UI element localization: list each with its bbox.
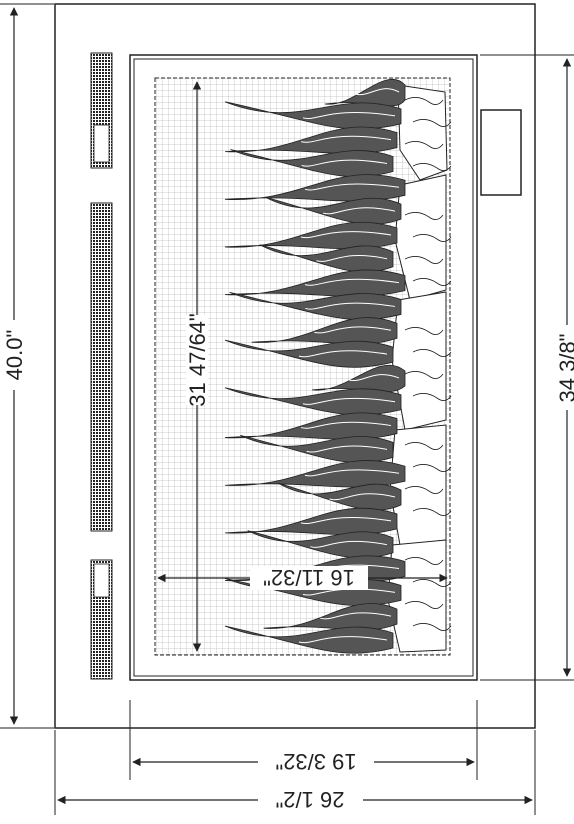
log-texture (412, 234, 452, 242)
viewing-width-label: 16 11/32" (263, 565, 355, 590)
outer-frame (54, 3, 536, 729)
vent-bottom-window (93, 563, 110, 598)
flame-highlight (302, 112, 396, 119)
flame-highlight (304, 278, 400, 286)
log-texture (412, 508, 452, 516)
flame-highlight (300, 421, 392, 429)
flame-highlight (348, 374, 400, 382)
vent-louvers (90, 52, 113, 680)
flame-highlight (302, 397, 396, 405)
flame-highlight (302, 588, 396, 596)
flame-highlight (301, 159, 388, 167)
flame-highlight (298, 350, 388, 358)
opening-height-label: 34 3/8" (555, 334, 574, 403)
flame-highlight (298, 636, 388, 644)
log-texture (412, 349, 452, 357)
log-texture (404, 141, 444, 149)
firebox-opening (129, 54, 478, 681)
flame-highlight (310, 540, 388, 548)
log-texture (412, 119, 452, 127)
flame-highlight (300, 135, 392, 143)
log-texture (404, 256, 444, 264)
flame-highlight (320, 612, 392, 620)
log-texture (404, 601, 444, 609)
flame-highlight (314, 326, 392, 334)
extension-lines (0, 3, 574, 815)
log-texture (404, 442, 444, 450)
flame-highlight (306, 445, 388, 453)
vent-middle (90, 202, 113, 532)
log-texture (412, 278, 452, 286)
flame-highlight (322, 207, 396, 215)
log-texture (412, 464, 452, 472)
flame-highlight (304, 469, 400, 477)
log-texture (404, 486, 444, 494)
log-texture (404, 97, 444, 105)
log-texture (404, 557, 444, 565)
flame (224, 625, 394, 654)
flame-highlight (300, 517, 392, 524)
log-texture (404, 327, 444, 335)
log-texture (412, 393, 452, 401)
viewing-height-label: 31 47/64" (185, 313, 210, 406)
flame-highlight (305, 302, 396, 310)
flame-highlight (300, 231, 392, 239)
log-1 (397, 84, 448, 181)
overall-height-label: 40.0" (2, 330, 27, 381)
flame-highlight (316, 255, 388, 262)
flame-highlight (354, 88, 400, 96)
flame (224, 339, 394, 368)
flame-highlight (304, 183, 400, 191)
log-texture (404, 212, 444, 220)
log-texture (404, 371, 444, 379)
log-texture (412, 623, 452, 631)
firebox-inner-frame (133, 58, 474, 677)
log-texture (412, 163, 452, 171)
overall-width-label: 26 1/2" (276, 787, 345, 812)
flame-highlight (329, 493, 396, 501)
flame (324, 78, 406, 107)
vent-top-window (93, 124, 110, 163)
opening-width-label: 19 3/32" (275, 749, 356, 774)
control-panel (480, 109, 522, 196)
flame (312, 364, 406, 393)
